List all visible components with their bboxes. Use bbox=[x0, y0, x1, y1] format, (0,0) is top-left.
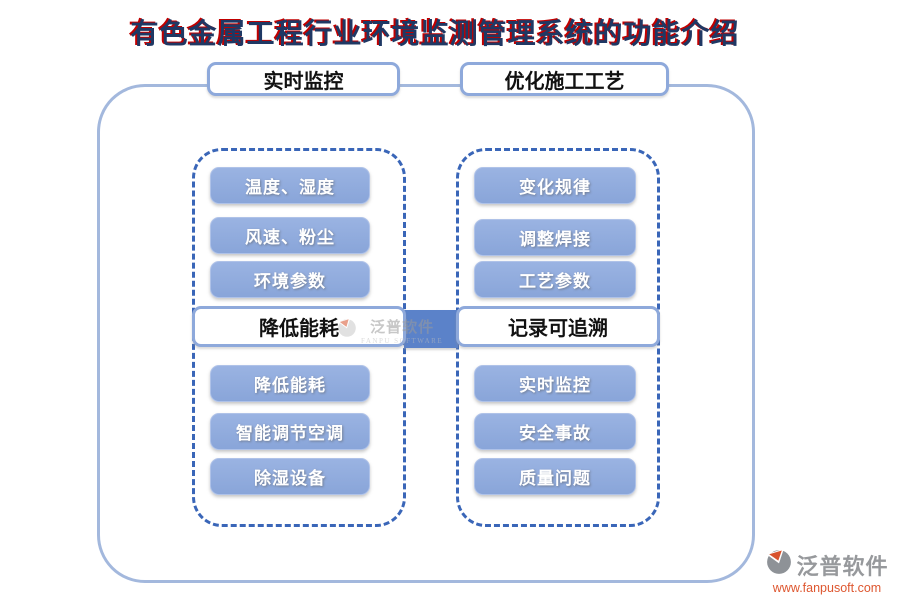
node-windspeed-dust: 风速、粉尘 bbox=[210, 217, 370, 254]
footer-logo: 泛普软件 www.fanpusoft.com bbox=[756, 548, 898, 595]
connector-bar bbox=[404, 310, 458, 348]
watermark-brand-en: FANPU SOFTWARE bbox=[361, 337, 444, 345]
tab-realtime-monitoring: 实时监控 bbox=[207, 62, 400, 96]
node-change-pattern: 变化规律 bbox=[474, 167, 636, 204]
node-reduce-energy: 降低能耗 bbox=[210, 365, 370, 402]
fanpu-logo-icon bbox=[765, 548, 793, 581]
node-dehumidifier: 除湿设备 bbox=[210, 458, 370, 495]
node-quality-issue: 质量问题 bbox=[474, 458, 636, 495]
tab-optimize-construction-process: 优化施工工艺 bbox=[460, 62, 669, 96]
node-safety-accident: 安全事故 bbox=[474, 413, 636, 450]
node-smart-ac-control: 智能调节空调 bbox=[210, 413, 370, 450]
node-process-parameters: 工艺参数 bbox=[474, 261, 636, 298]
page-title: 有色金属工程行业环境监测管理系统的功能介绍 bbox=[130, 19, 740, 50]
divider-label-reduce-energy: 降低能耗 bbox=[192, 306, 406, 347]
watermark-logo-icon bbox=[336, 317, 358, 344]
footer-website-link: www.fanpusoft.com bbox=[772, 581, 882, 595]
node-adjust-welding: 调整焊接 bbox=[474, 219, 636, 256]
divider-label-traceable-records: 记录可追溯 bbox=[456, 306, 660, 347]
watermark: 泛普软件 FANPU SOFTWARE bbox=[336, 316, 443, 345]
footer-brand-text: 泛普软件 bbox=[796, 553, 889, 579]
node-environment-parameters: 环境参数 bbox=[210, 261, 370, 298]
node-temperature-humidity: 温度、湿度 bbox=[210, 167, 370, 204]
node-realtime-monitoring: 实时监控 bbox=[474, 365, 636, 402]
watermark-brand: 泛普软件 bbox=[370, 320, 435, 336]
